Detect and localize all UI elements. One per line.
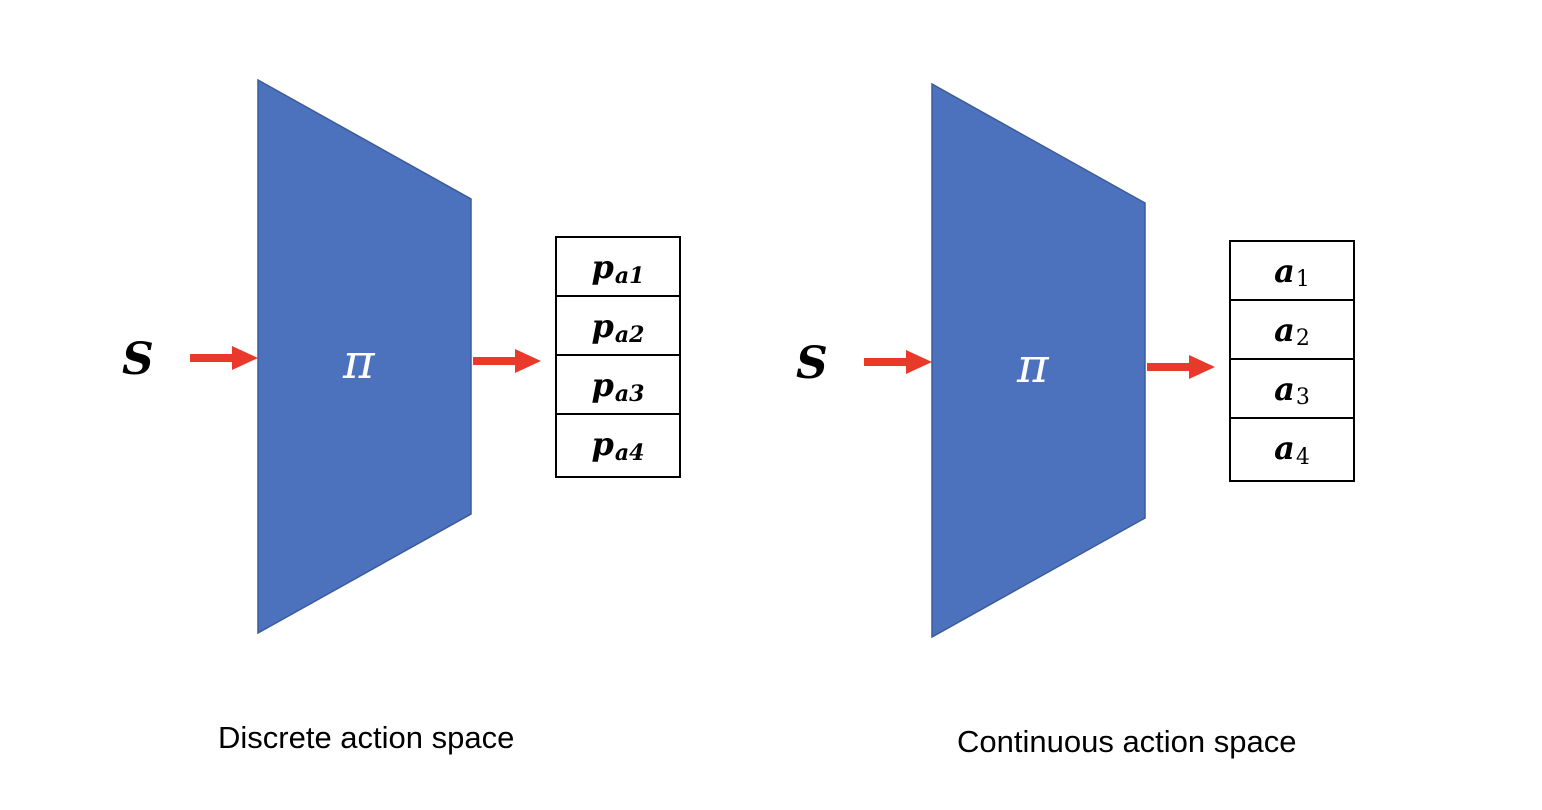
policy-label: π xyxy=(1017,338,1049,394)
policy-network-shape xyxy=(931,82,1146,639)
input-arrow xyxy=(190,346,258,370)
state-label: S xyxy=(796,338,828,389)
policy-network-shape xyxy=(257,78,472,635)
output-arrow xyxy=(1147,355,1215,379)
state-label: S xyxy=(122,334,154,385)
caption: Discrete action space xyxy=(218,720,515,755)
input-arrow xyxy=(864,350,932,374)
policy-label: π xyxy=(343,334,375,390)
output-arrow xyxy=(473,349,541,373)
caption: Continuous action space xyxy=(957,724,1297,759)
